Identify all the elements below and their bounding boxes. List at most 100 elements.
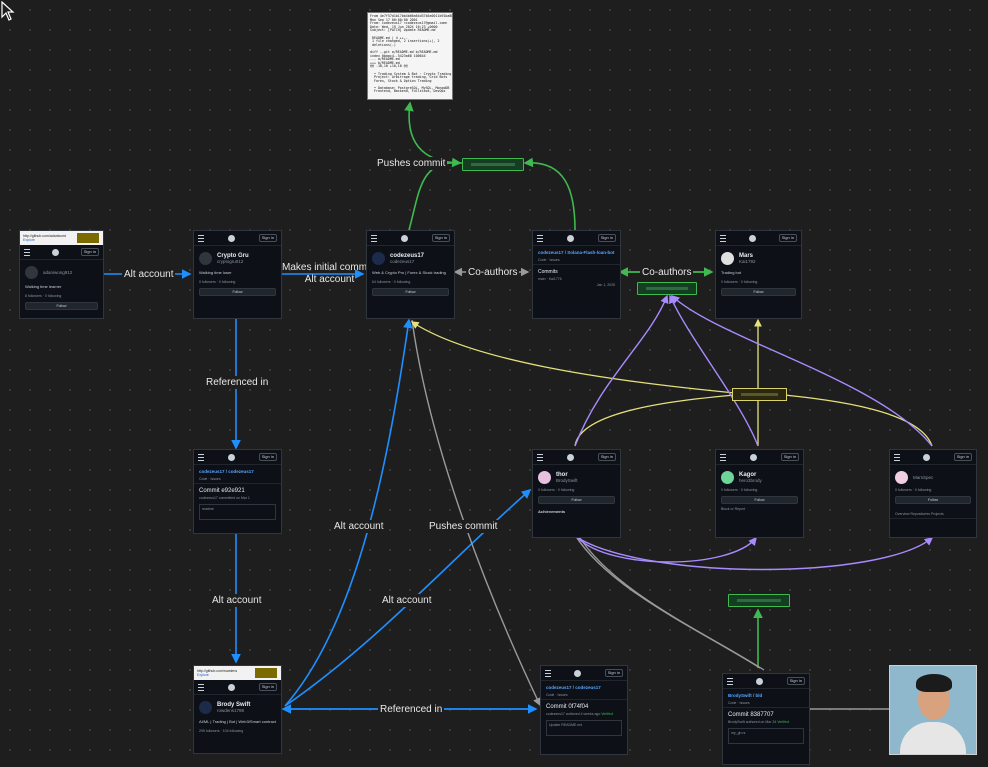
hidden-node-green-coauthors[interactable] (637, 282, 697, 295)
follow-button[interactable]: Follow (721, 496, 798, 504)
edge-label-referenced-in-2: Referenced in (378, 703, 445, 716)
edge-codezeus-commit2 (411, 319, 541, 707)
card-adaniwong[interactable]: http://github.com/adaniword Explore Sign… (19, 230, 104, 319)
date-filter[interactable]: Jan 1, 2025 (596, 283, 615, 287)
menu-icon[interactable] (198, 234, 204, 242)
follow-button[interactable]: Follow (721, 288, 796, 296)
hidden-node-yellow[interactable] (732, 388, 787, 401)
repo-title[interactable]: BrodySwift / bld (728, 693, 763, 698)
sign-in-button[interactable]: Sign in (597, 453, 616, 461)
sign-in-button[interactable]: Sign in (431, 234, 450, 242)
sign-in-button[interactable]: Sign in (604, 669, 623, 677)
sign-in-button[interactable]: Sign in (780, 453, 799, 461)
menu-icon[interactable] (727, 677, 733, 685)
tab-code[interactable]: Code (728, 701, 737, 705)
github-icon (566, 234, 574, 242)
github-icon (400, 234, 408, 242)
commit-message[interactable]: Update README.md (546, 720, 622, 736)
menu-icon[interactable] (24, 248, 30, 256)
follow-button[interactable]: Follow (25, 302, 98, 310)
avatar (721, 471, 734, 484)
profile-name: thor (556, 472, 568, 478)
profile-tabs[interactable]: Overview Repositories Projects (890, 510, 976, 519)
edge-solana-green (523, 157, 576, 231)
sign-in-button[interactable]: Sign in (258, 234, 277, 242)
sign-in-button[interactable]: Sign in (953, 453, 972, 461)
tab-code[interactable]: Code (199, 477, 208, 481)
sign-in-button[interactable]: Sign in (258, 683, 277, 691)
profile-stats: 8 followers · 0 following (25, 294, 62, 298)
browser-url: http://github.com/rowdens (197, 669, 238, 673)
profile-username: adaniwong912 (43, 270, 73, 275)
commit-author: BrodySwift authored on Mar 24 (728, 720, 777, 724)
profile-name: Brody Swift (217, 702, 251, 708)
follow-button[interactable]: Follow (538, 496, 615, 504)
card-brody-swift[interactable]: http://github.com/rowdens Explore Sign i… (193, 665, 282, 754)
repo-title[interactable]: codezeus17 / codezeus17 (546, 685, 601, 690)
menu-icon[interactable] (198, 683, 204, 691)
profile-bio: Walking time loser (199, 270, 232, 275)
card-solana-repo[interactable]: Sign in codezeus17 / Solana-Flash-loan-b… (532, 230, 621, 319)
card-commit-0f74f04[interactable]: Sign in codezeus17 / codezeus17 Code · I… (540, 665, 628, 755)
tab-code[interactable]: Code (546, 693, 555, 697)
hidden-node-green-top[interactable] (462, 158, 524, 171)
card-commit-e92e921[interactable]: Sign in codezeus17 / codezeus17 Code · I… (193, 449, 282, 534)
verified-badge: Verified (601, 712, 613, 716)
repo-title[interactable]: codezeus17 / Solana-Flash-loan-bot (538, 250, 615, 255)
menu-icon[interactable] (545, 669, 551, 677)
hidden-node-green-bottom[interactable] (728, 594, 790, 607)
block-report-link[interactable]: Block or Report (721, 507, 746, 511)
menu-icon[interactable] (720, 234, 726, 242)
follow-button[interactable]: Follow (372, 288, 449, 296)
repo-title[interactable]: codezeus17 / codezeus17 (199, 469, 254, 474)
repo-tabs[interactable]: Code · Issues (723, 699, 809, 708)
repo-tabs[interactable]: Code · Issues (541, 691, 627, 700)
badge-icon (77, 233, 99, 243)
tab-issues[interactable]: Issues (210, 477, 221, 481)
tab-issues[interactable]: Issues (739, 701, 750, 705)
tab-issues[interactable]: Issues (557, 693, 568, 697)
repo-tabs[interactable]: Code · Issues (533, 256, 620, 265)
sign-in-button[interactable]: Sign in (80, 248, 99, 256)
repo-tabs[interactable]: Code · Issues (194, 475, 281, 484)
card-mars-spec[interactable]: Sign in MarsSpec 0 followers · 0 followi… (889, 449, 977, 538)
commit-title: Commit 8387707 (728, 712, 774, 718)
verified-badge: Verified (777, 720, 789, 724)
github-icon (227, 453, 235, 461)
edge-thor-kagor (577, 536, 757, 563)
sign-in-button[interactable]: Sign in (597, 234, 616, 242)
branch-selector[interactable]: main · Kai1776 (538, 277, 562, 281)
tab-issues[interactable]: Issues (549, 258, 560, 262)
commit-file[interactable]: my_gh.rs (728, 728, 804, 744)
menu-icon[interactable] (537, 234, 543, 242)
branch-name: main (538, 277, 546, 281)
menu-icon[interactable] (720, 453, 726, 461)
menu-icon[interactable] (371, 234, 377, 242)
browser-link[interactable]: Explore (23, 238, 35, 242)
card-commit-8387707[interactable]: Sign in BrodySwift / bld Code · Issues C… (722, 673, 810, 765)
sign-in-button[interactable]: Sign in (258, 453, 277, 461)
menu-icon[interactable] (537, 453, 543, 461)
edge-label-alt-account-3: Alt account (332, 520, 386, 533)
browser-link[interactable]: Explore (197, 673, 209, 677)
edge-green-terminal (404, 101, 463, 164)
follow-button[interactable]: Follow (895, 496, 971, 504)
sign-in-button[interactable]: Sign in (778, 234, 797, 242)
menu-icon[interactable] (198, 453, 204, 461)
sign-in-button[interactable]: Sign in (786, 677, 805, 685)
github-icon (227, 683, 235, 691)
commit-file[interactable]: readme (199, 504, 276, 520)
edge-label-makes-initial: Makes initial commits Alt account (282, 262, 378, 285)
profile-photo[interactable] (889, 665, 977, 755)
menu-icon[interactable] (894, 453, 900, 461)
commit-title: Commit 0f74f04 (546, 704, 589, 710)
patch-terminal-card[interactable]: From 4e7f57d1b17bb4b66a64d37b5a0011b91ba… (367, 12, 453, 100)
tab-code[interactable]: Code (538, 258, 547, 262)
follow-button[interactable]: Follow (199, 288, 276, 296)
profile-stats: 0 followers · 0 following (721, 280, 758, 284)
